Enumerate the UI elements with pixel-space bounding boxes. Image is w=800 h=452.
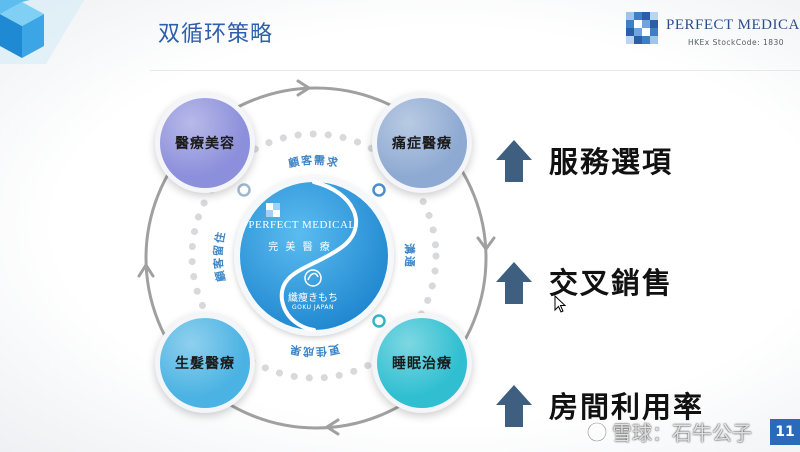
node-sleep-therapy: 睡眠治療 — [372, 313, 472, 413]
arc-label-bottom: 更佳成果 — [287, 342, 341, 359]
node-label: 醫療美容 — [175, 136, 235, 152]
company-logo: PERFECT MEDICAL HKEx StockCode: 1830 — [626, 12, 800, 54]
outer-cycle-ring — [144, 86, 488, 430]
center-sub-brand-en: GOKU JAPAN — [291, 304, 335, 311]
up-arrow-icon — [496, 140, 532, 182]
cursor-icon — [554, 295, 566, 313]
pixel-logo-icon — [626, 12, 658, 44]
ring-arrow-up-icon — [137, 262, 155, 278]
benefit-cross-selling: 交叉銷售 — [549, 266, 674, 300]
arc-label-right: 溝通 — [402, 243, 417, 270]
watermark: 雪球：石牛公子 — [586, 417, 752, 446]
arc-label-top: 顧客需求 — [287, 153, 341, 170]
node-label: 生髮醫療 — [175, 356, 235, 372]
ring-marker — [237, 183, 251, 197]
page-number: 11 — [770, 419, 800, 445]
ring-arrow-right-icon — [296, 79, 312, 97]
benefit-room-utilization: 房間利用率 — [549, 390, 705, 424]
center-swoosh — [279, 180, 359, 332]
sub-brand-icon — [304, 269, 322, 287]
snowball-icon — [586, 421, 608, 442]
center-brand-name-cn: 完 美 醫 療 — [268, 242, 332, 253]
center-pixel-logo-icon — [266, 203, 280, 217]
node-label: 睡眠治療 — [392, 356, 452, 372]
center-brand-name: PERFECT MEDICAL — [248, 219, 356, 231]
title-divider — [150, 70, 800, 71]
center-emblem — [240, 182, 388, 330]
ring-marker — [372, 183, 386, 197]
watermark-text: 雪球：石牛公子 — [612, 421, 752, 445]
ring-marker — [372, 314, 386, 328]
cube-decoration-icon — [0, 0, 84, 64]
ring-arrow-left-icon — [324, 418, 340, 436]
inner-dotted-ring — [188, 130, 440, 382]
node-label: 痛症醫療 — [392, 136, 452, 152]
logo-stock-code: HKEx StockCode: 1830 — [688, 38, 785, 47]
node-pain-treatment: 痛症醫療 — [372, 93, 472, 193]
ring-arrow-down-icon — [476, 236, 496, 252]
up-arrow-icon — [496, 262, 532, 304]
logo-name: PERFECT MEDICAL — [666, 17, 800, 33]
benefit-service-options: 服務選項 — [549, 145, 674, 179]
up-arrow-icon — [496, 385, 532, 427]
node-medical-beauty: 醫療美容 — [155, 93, 255, 193]
node-hair-growth: 生髮醫療 — [155, 313, 255, 413]
arc-label-left: 顧客留住 — [211, 229, 228, 283]
center-sub-brand: 纖痩きもち — [288, 293, 338, 304]
slide-title: 双循环策略 — [158, 22, 274, 47]
